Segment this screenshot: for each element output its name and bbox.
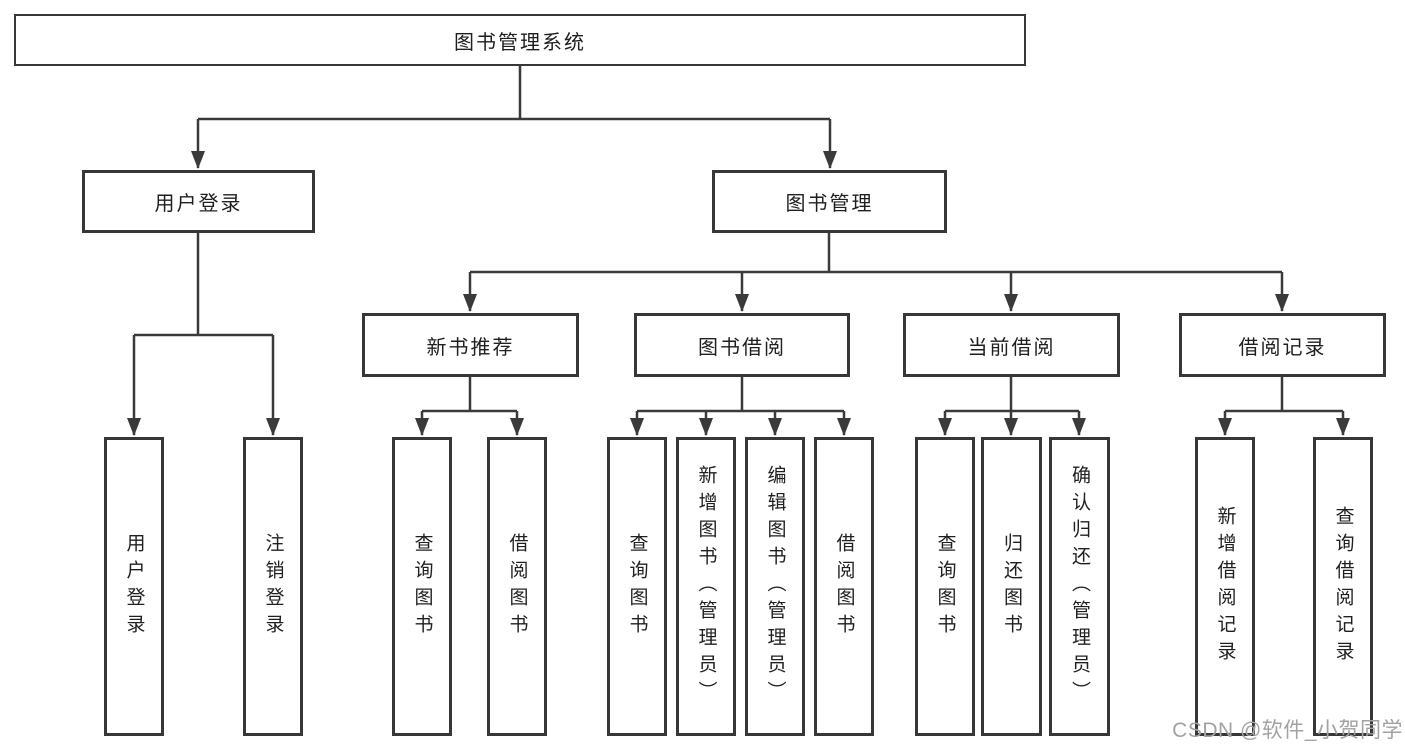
node-new-book-recommend-label: 新书推荐 (426, 336, 515, 359)
node-borrow-records-label: 借阅记录 (1238, 336, 1327, 359)
node-book-borrow-label: 图书借阅 (698, 336, 786, 359)
leaf-return-book: 归还图书 (981, 437, 1042, 736)
leaf-borrow-books: 借阅图书 (814, 437, 874, 736)
leaf-add-book-admin: 新增图书（管理员） (676, 437, 736, 736)
node-current-borrow-label: 当前借阅 (967, 336, 1056, 359)
leaf-logout: 注销登录 (243, 437, 303, 736)
leaf-borrow-books-recommend: 借阅图书 (487, 437, 547, 736)
leaf-edit-book-admin: 编辑图书（管理员） (745, 437, 805, 736)
leaf-add-borrow-record: 新增借阅记录 (1195, 437, 1255, 736)
node-current-borrow: 当前借阅 (903, 313, 1120, 377)
leaf-query-books-recommend: 查询图书 (392, 437, 452, 736)
node-book-management: 图书管理 (712, 170, 947, 233)
connector-book-management-to-level3 (463, 233, 1289, 312)
leaf-confirm-return-admin: 确认归还（管理员） (1049, 437, 1110, 736)
leaf-query-books-borrow: 查询图书 (607, 437, 667, 736)
leaf-user-login: 用户登录 (104, 437, 164, 736)
connector-book-borrow-to-leaves (630, 377, 851, 436)
connector-user-login-to-leaves (127, 233, 280, 436)
leaf-query-borrow-record: 查询借阅记录 (1313, 437, 1373, 736)
node-user-login: 用户登录 (82, 170, 315, 233)
connector-current-borrow-to-leaves (938, 377, 1086, 436)
connector-root-to-level2 (191, 66, 837, 169)
node-root: 图书管理系统 (14, 14, 1026, 66)
node-user-login-label: 用户登录 (154, 193, 243, 215)
csdn-watermark: CSDN @软件_小贺同学 (1172, 719, 1403, 742)
node-root-label: 图书管理系统 (454, 31, 586, 54)
node-borrow-records: 借阅记录 (1179, 313, 1386, 377)
node-new-book-recommend: 新书推荐 (362, 313, 579, 377)
leaf-query-books-current: 查询图书 (915, 437, 975, 736)
node-book-borrow: 图书借阅 (634, 313, 850, 377)
connector-borrow-records-to-leaves (1218, 377, 1350, 436)
connector-new-book-recommend-to-leaves (415, 377, 524, 436)
node-book-management-label: 图书管理 (785, 193, 874, 215)
